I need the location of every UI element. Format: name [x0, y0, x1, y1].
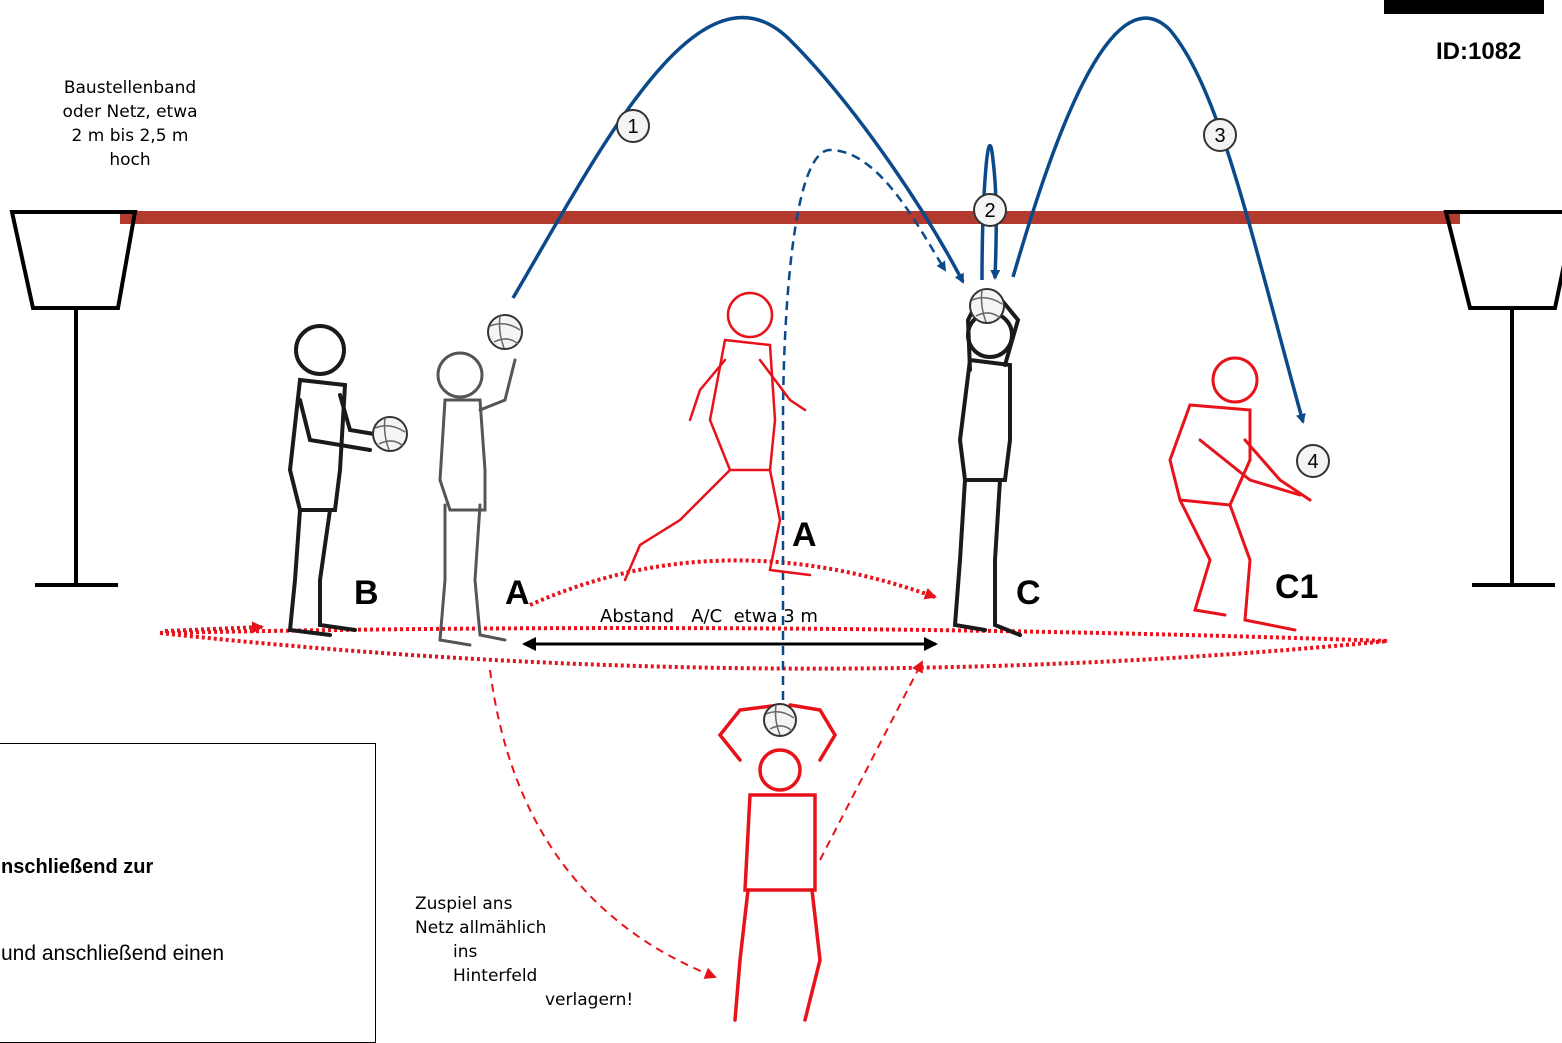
svg-text:2: 2	[984, 200, 995, 222]
label-a-mid: A	[792, 516, 817, 554]
net-post-right	[1443, 210, 1562, 587]
label-b: B	[354, 574, 379, 612]
label-c1: C1	[1275, 568, 1318, 606]
zuspiel-line: Netz allmählich	[415, 918, 547, 938]
zuspiel-line: ins Hinterfeld	[453, 942, 538, 986]
player-a-left-figure	[436, 351, 517, 647]
setter-figure	[717, 703, 838, 1022]
ball-number-4: 4	[1296, 444, 1330, 478]
net-note: Baustellenband oder Netz, etwa 2 m bis 2…	[30, 76, 230, 172]
info-box: nschließend zur und anschließend einen	[0, 743, 376, 1043]
svg-text:1: 1	[627, 116, 638, 138]
run-path-a-to-c	[529, 558, 937, 607]
run-path-to-b	[164, 621, 264, 634]
net-note-line: hoch	[109, 150, 151, 170]
zuspiel-note: Zuspiel ans Netz allmählich ins Hinterfe…	[395, 892, 634, 1012]
ball-path-1	[511, 15, 965, 299]
ball-number-2: 2	[973, 193, 1007, 227]
volleyball	[969, 288, 1005, 324]
player-b-figure	[287, 324, 382, 637]
player-c1-figure	[1168, 356, 1312, 632]
zuspiel-line: Zuspiel ans	[415, 894, 513, 914]
distance-label: Abstand A/C etwa 3 m	[600, 606, 818, 627]
label-a-left: A	[505, 574, 530, 612]
volleyball	[763, 703, 797, 737]
svg-text:4: 4	[1307, 451, 1318, 473]
zuspiel-line: verlagern!	[545, 990, 634, 1010]
info-box-bold-line: nschließend zur	[1, 856, 154, 878]
rotation-path-loop	[159, 631, 1389, 671]
ball-number-1: 1	[616, 109, 650, 143]
player-c-figure	[952, 296, 1022, 637]
label-c: C	[1016, 574, 1041, 612]
net-note-line: Baustellenband	[63, 78, 197, 98]
zuspiel-path-down	[489, 669, 717, 979]
setter-ball-path	[781, 148, 947, 700]
volleyball	[487, 314, 523, 350]
net-post-left	[9, 210, 138, 587]
volleyball	[372, 416, 408, 452]
net-note-line: 2 m bis 2,5 m	[71, 126, 189, 146]
qr-code-fragment	[1384, 0, 1544, 14]
zuspiel-path-up	[819, 660, 923, 861]
net-band	[120, 211, 1460, 224]
svg-text:3: 3	[1214, 125, 1225, 147]
ball-path-3	[1011, 16, 1306, 424]
net-note-line: oder Netz, etwa	[62, 102, 198, 122]
player-a-running-figure	[623, 291, 812, 582]
id-label: ID:1082	[1436, 38, 1522, 65]
ball-number-3: 3	[1203, 118, 1237, 152]
info-box-line: und anschließend einen	[1, 942, 225, 965]
